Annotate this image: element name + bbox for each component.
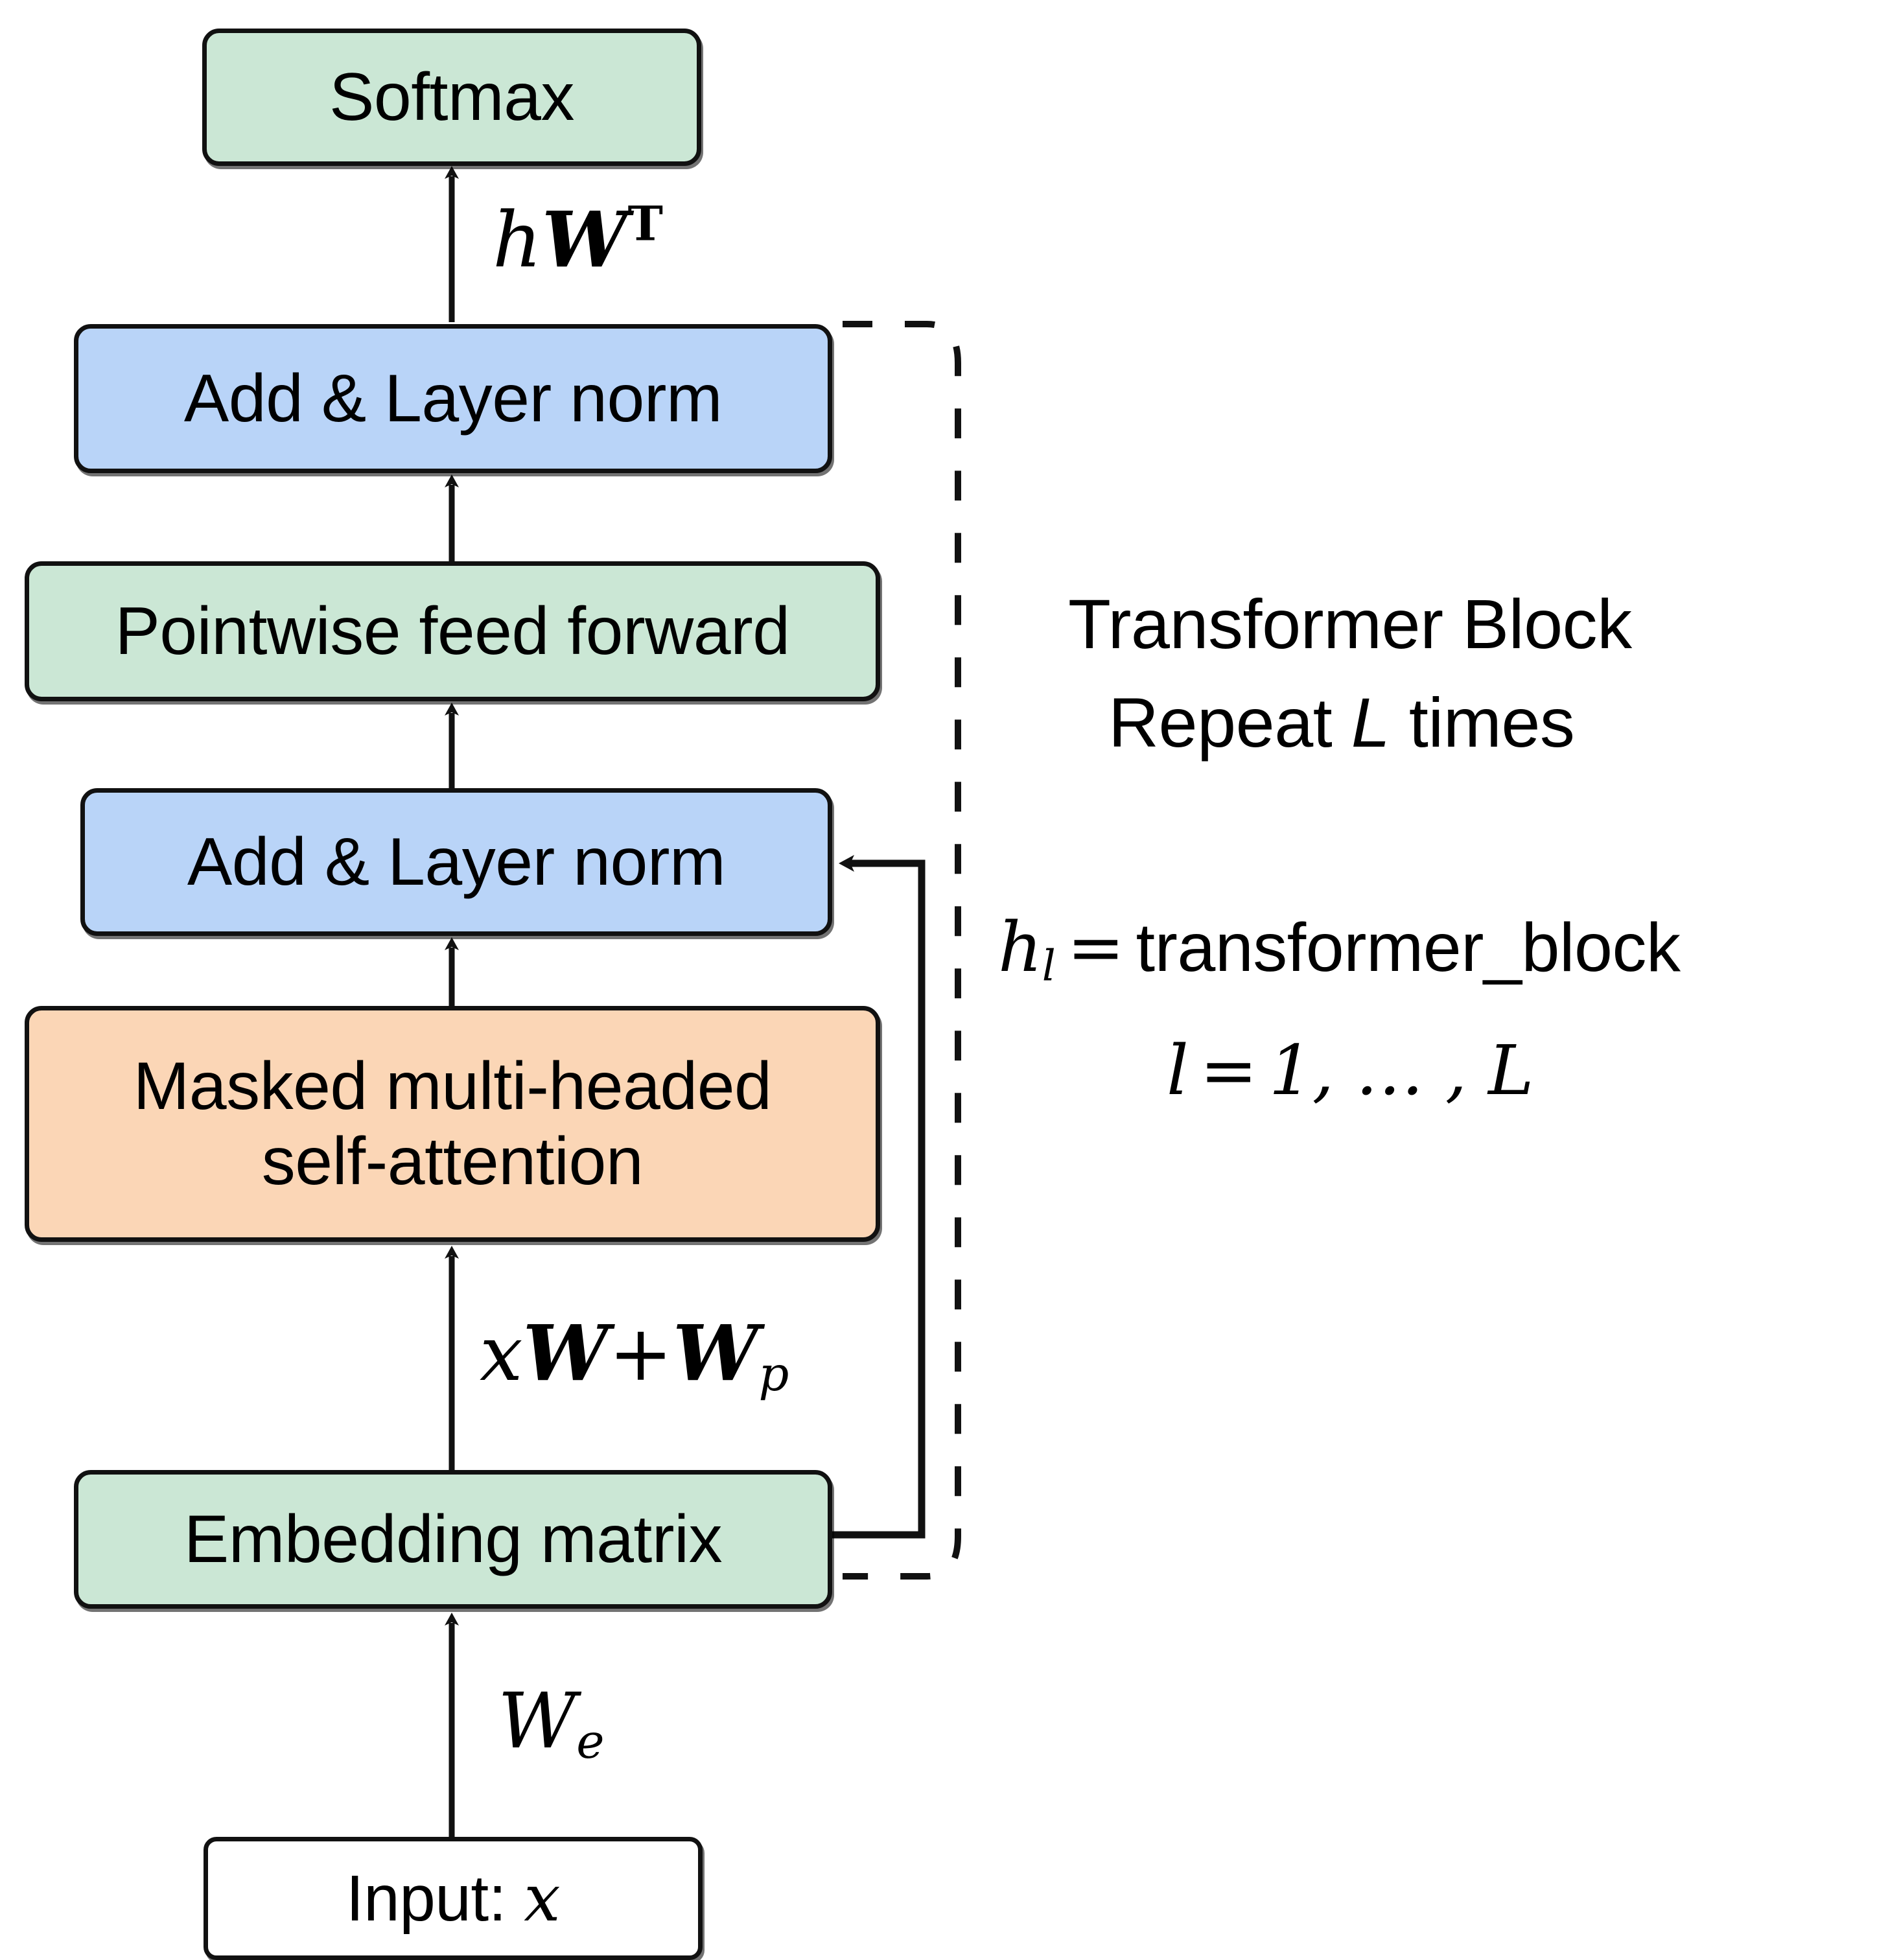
node-input[interactable]: Input: x xyxy=(204,1837,703,1960)
node-softmax[interactable]: Softmax xyxy=(202,29,701,166)
edge-label-h-w-transpose: hWT xyxy=(493,194,663,285)
node-input-variable: x xyxy=(524,1860,561,1936)
edge-label-xwwp-x: x xyxy=(480,1309,523,1398)
annotation-repeat-variable: L xyxy=(1351,683,1390,762)
annotation-eq2-range: 1, … , L xyxy=(1268,1031,1534,1110)
node-add-and-layer-norm-bottom[interactable]: Add & Layer norm xyxy=(80,788,832,936)
edge-label-w-e: We xyxy=(498,1676,605,1769)
node-embedding-matrix-label: Embedding matrix xyxy=(183,1501,723,1577)
annotation-repeat-suffix: times xyxy=(1390,683,1575,762)
node-masked-multi-headed-self-attention-label: Masked multi-headed self-attention xyxy=(133,1048,772,1199)
annotation-repeat-prefix: Repeat xyxy=(1108,683,1351,762)
node-masked-multi-headed-self-attention[interactable]: Masked multi-headed self-attention xyxy=(25,1006,880,1242)
annotation-repeat-l-times: Repeat L times xyxy=(1108,682,1575,763)
annotation-eq1-rhs: transformer_block xyxy=(1136,909,1681,986)
edge-label-xwwp-w1: W xyxy=(522,1308,609,1398)
transformer-block-bracket xyxy=(843,321,961,1580)
node-add-and-layer-norm-top-label: Add & Layer norm xyxy=(183,360,723,436)
edge-label-xwwp-w2: W xyxy=(672,1308,759,1398)
edge-label-we-e: e xyxy=(576,1714,605,1770)
edge-label-hwt-transpose: T xyxy=(627,196,663,252)
node-add-and-layer-norm-bottom-label: Add & Layer norm xyxy=(187,824,726,900)
annotation-transformer-block-title: Transformer Block xyxy=(1068,585,1632,663)
annotation-eq2-equals: = xyxy=(1200,1031,1257,1110)
node-embedding-matrix[interactable]: Embedding matrix xyxy=(74,1470,832,1609)
edge-label-hwt-w: W xyxy=(542,194,628,285)
node-pointwise-feed-forward[interactable]: Pointwise feed forward xyxy=(25,561,880,701)
node-softmax-label: Softmax xyxy=(329,59,574,135)
node-add-and-layer-norm-top[interactable]: Add & Layer norm xyxy=(74,324,832,473)
node-input-label: Input: x xyxy=(337,1862,569,1935)
edge-label-we-w: W xyxy=(498,1676,577,1766)
edge-label-xwwp-plus: + xyxy=(609,1309,673,1398)
annotation-eq1-lhs: hl xyxy=(998,907,1056,991)
node-input-text: Input: xyxy=(345,1862,524,1935)
edge-label-hwt-h: h xyxy=(493,195,542,285)
edge-label-x-w-plus-wp: xW+Wp xyxy=(480,1308,789,1402)
edge-label-xwwp-p: p xyxy=(758,1347,789,1403)
node-pointwise-feed-forward-label: Pointwise feed forward xyxy=(115,593,790,669)
annotation-equation-l-range: l=1, … , L xyxy=(1167,1031,1534,1110)
annotation-eq2-variable: l xyxy=(1167,1031,1189,1110)
annotation-equation-hl: hl=transformer_block xyxy=(998,907,1681,991)
annotation-eq1-equals: = xyxy=(1067,907,1125,987)
